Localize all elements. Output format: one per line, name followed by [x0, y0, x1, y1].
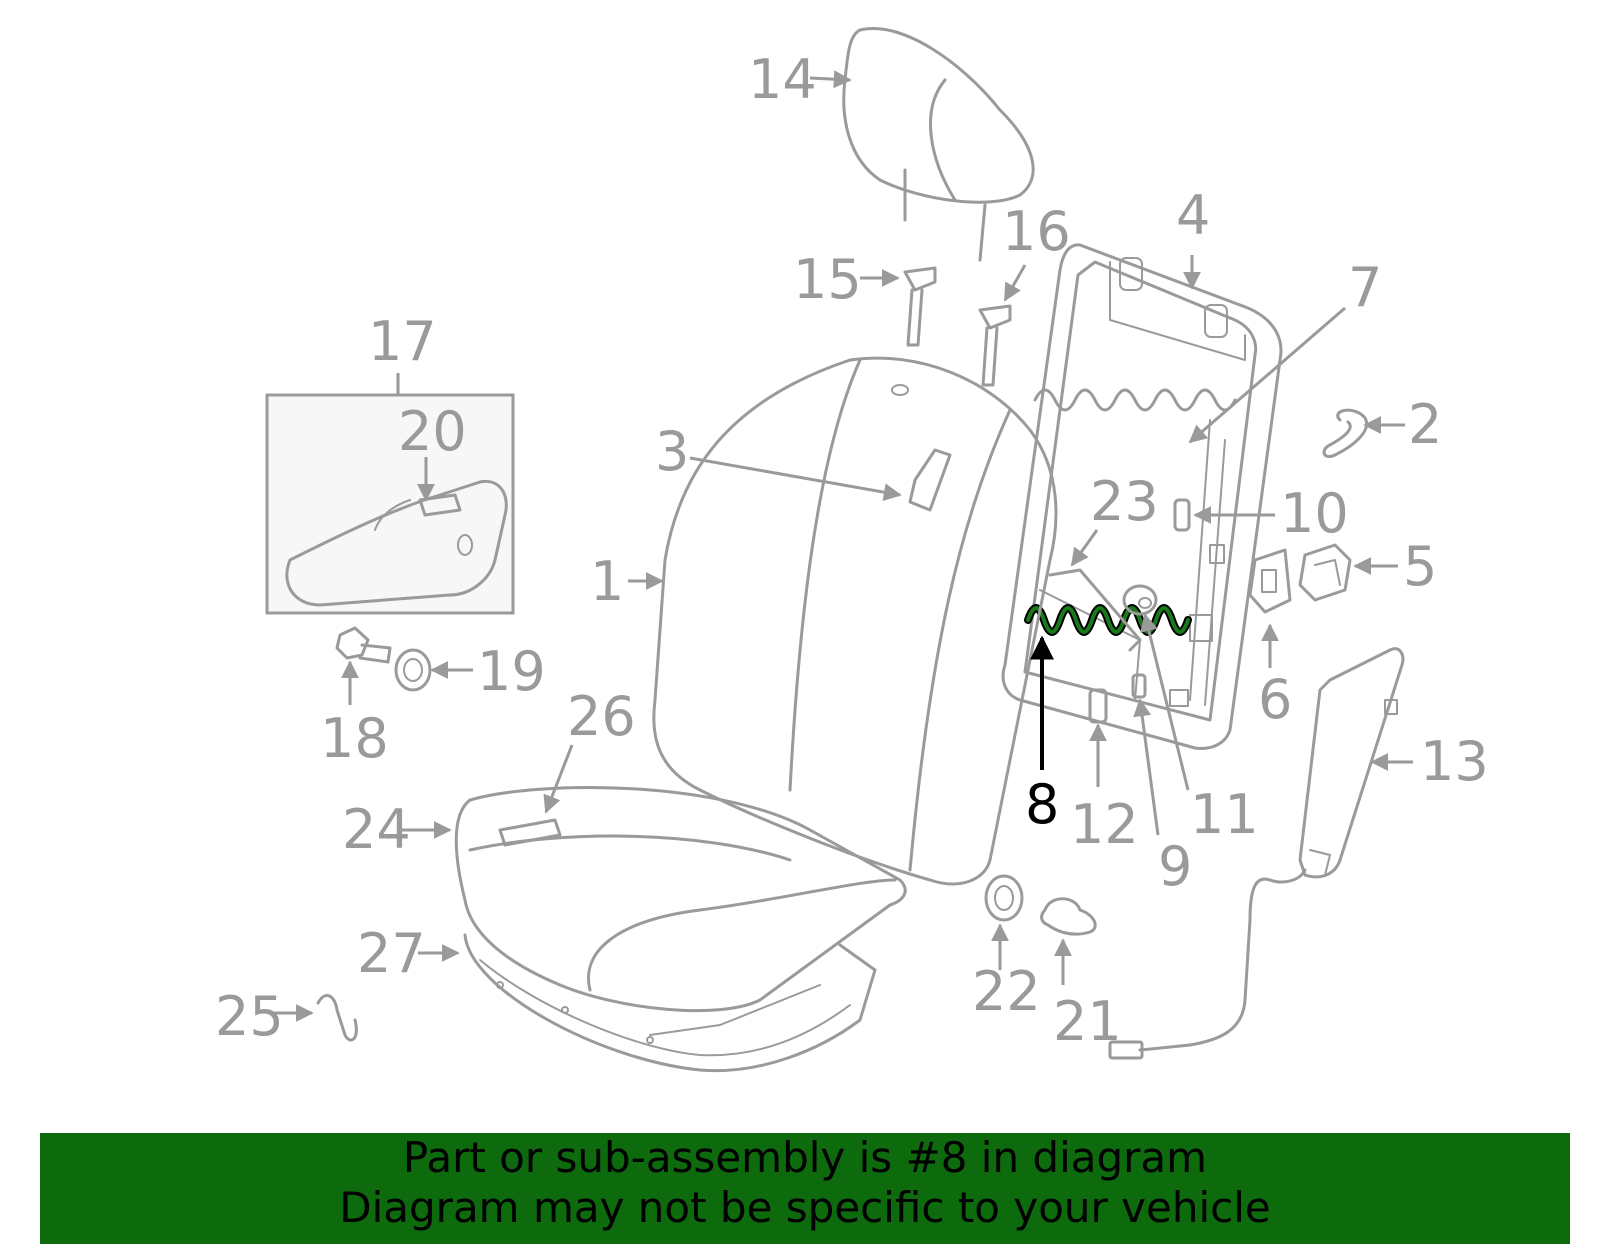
headrest-guide-16: [978, 304, 1012, 387]
spring-8-highlighted: [1024, 604, 1192, 636]
label-1: 1: [590, 550, 624, 613]
label-6: 6: [1258, 668, 1292, 731]
label-24: 24: [342, 798, 411, 861]
label-10: 10: [1280, 482, 1349, 545]
label-18: 18: [320, 707, 389, 770]
label-20: 20: [398, 400, 467, 463]
label-2: 2: [1408, 393, 1442, 456]
inset-box-17: [265, 393, 515, 615]
callout-labels: 14 16 4 15 7 17 2 20 3 23 10 5 1 19 6 26…: [215, 48, 1489, 1053]
hook-25: [316, 994, 358, 1042]
info-banner: Part or sub-assembly is #8 in diagram Di…: [40, 1133, 1570, 1244]
pin-12: [1088, 688, 1108, 724]
label-27: 27: [357, 922, 426, 985]
label-8-highlighted: 8: [1025, 773, 1059, 836]
clip-2: [1322, 408, 1369, 459]
bushing-11: [1122, 584, 1158, 616]
label-26: 26: [567, 685, 636, 748]
label-23: 23: [1090, 470, 1159, 533]
bracket-23: [1048, 568, 1142, 652]
label-3: 3: [655, 420, 689, 483]
washer-22: [984, 874, 1024, 922]
label-11: 11: [1190, 783, 1259, 846]
label-16: 16: [1002, 200, 1071, 263]
label-7: 7: [1348, 256, 1382, 319]
label-12: 12: [1070, 793, 1139, 856]
seat-back-cushion: [652, 356, 1058, 886]
label-17: 17: [368, 310, 437, 373]
label-5: 5: [1403, 535, 1437, 598]
label-14: 14: [748, 48, 817, 111]
label-13: 13: [1420, 730, 1489, 793]
banner-line-1: Part or sub-assembly is #8 in diagram: [402, 1133, 1208, 1182]
bolt-18: [335, 626, 392, 664]
headrest-guide-15: [903, 266, 937, 347]
spring-7: [1033, 388, 1237, 412]
label-9: 9: [1158, 835, 1192, 898]
seat-frame: [463, 933, 877, 1073]
washer-19: [394, 648, 432, 692]
bracket-6: [1248, 548, 1292, 614]
label-21: 21: [1053, 990, 1122, 1053]
label-4: 4: [1176, 184, 1210, 247]
label-22: 22: [972, 960, 1041, 1023]
label-15: 15: [793, 248, 862, 311]
label-25: 25: [215, 985, 284, 1048]
pin-9: [1131, 673, 1147, 699]
clip-5: [1298, 543, 1352, 602]
leader-lines: [268, 70, 1413, 1022]
side-airbag-13: [1108, 647, 1405, 1060]
seat-cushion: [454, 786, 907, 1013]
banner-line-2: Diagram may not be specific to your vehi…: [339, 1183, 1271, 1232]
label-19: 19: [477, 640, 546, 703]
cap-21: [1040, 897, 1097, 936]
pin-10: [1173, 498, 1191, 532]
